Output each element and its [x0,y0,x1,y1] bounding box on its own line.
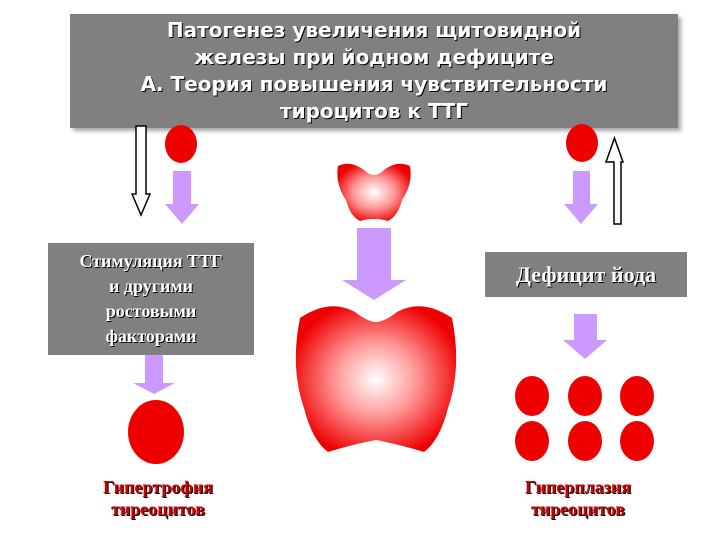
hypertrophic-cell [128,400,184,464]
violet-arrow-left-top [165,171,199,224]
violet-arrow-center [342,228,406,300]
title-line-4: тироцитов к ТТГ [279,99,469,123]
title-line-3: А. Теория повышения чувствительности [140,72,608,96]
stimulation-line-1: Стимуляция ТТГ [79,251,223,271]
violet-arrow-right-top [564,171,598,224]
title-box: Патогенез увеличения щитовидной железы п… [70,14,678,128]
hollow-down-arrow [130,125,152,217]
title-line-1: Патогенез увеличения щитовидной [166,18,582,42]
hypertrophy-caption-line-2: тиреоцитов [111,499,205,519]
hyperplasia-caption: Гиперплазия тиреоцитов [480,476,676,520]
violet-arrow-left-bottom [133,355,175,394]
hyperplastic-cell-2 [568,376,602,416]
hyperplastic-cell-3 [620,376,654,416]
stimulation-line-2: и другими [109,276,193,296]
title-line-2: железы при йодном дефиците [194,45,554,69]
iodine-deficit-box: Дефицит йода [485,252,687,297]
hyperplastic-cell-4 [515,421,549,461]
hollow-up-arrow [604,135,625,225]
hypertrophy-caption-line-1: Гипертрофия [103,477,213,497]
violet-arrow-right-bottom [563,314,607,359]
hyperplastic-cell-6 [620,421,654,461]
stimulation-box: Стимуляция ТТГ и другими ростовыми факто… [48,243,254,355]
small-thyroid-gland [337,163,411,221]
stimulation-line-3: ростовыми [105,301,197,321]
large-thyroid-gland [295,306,457,452]
hyperplasia-caption-line-1: Гиперплазия [524,477,632,497]
hyperplastic-cell-5 [568,421,602,461]
stimulation-line-4: факторами [105,326,197,346]
hyperplasia-caption-line-2: тиреоцитов [531,499,625,519]
iodine-deficit-label: Дефицит йода [515,261,657,287]
hypertrophy-caption: Гипертрофия тиреоцитов [60,476,256,520]
hyperplastic-cell-1 [515,376,549,416]
cell-top-left [165,125,197,163]
cell-top-right [566,124,598,162]
